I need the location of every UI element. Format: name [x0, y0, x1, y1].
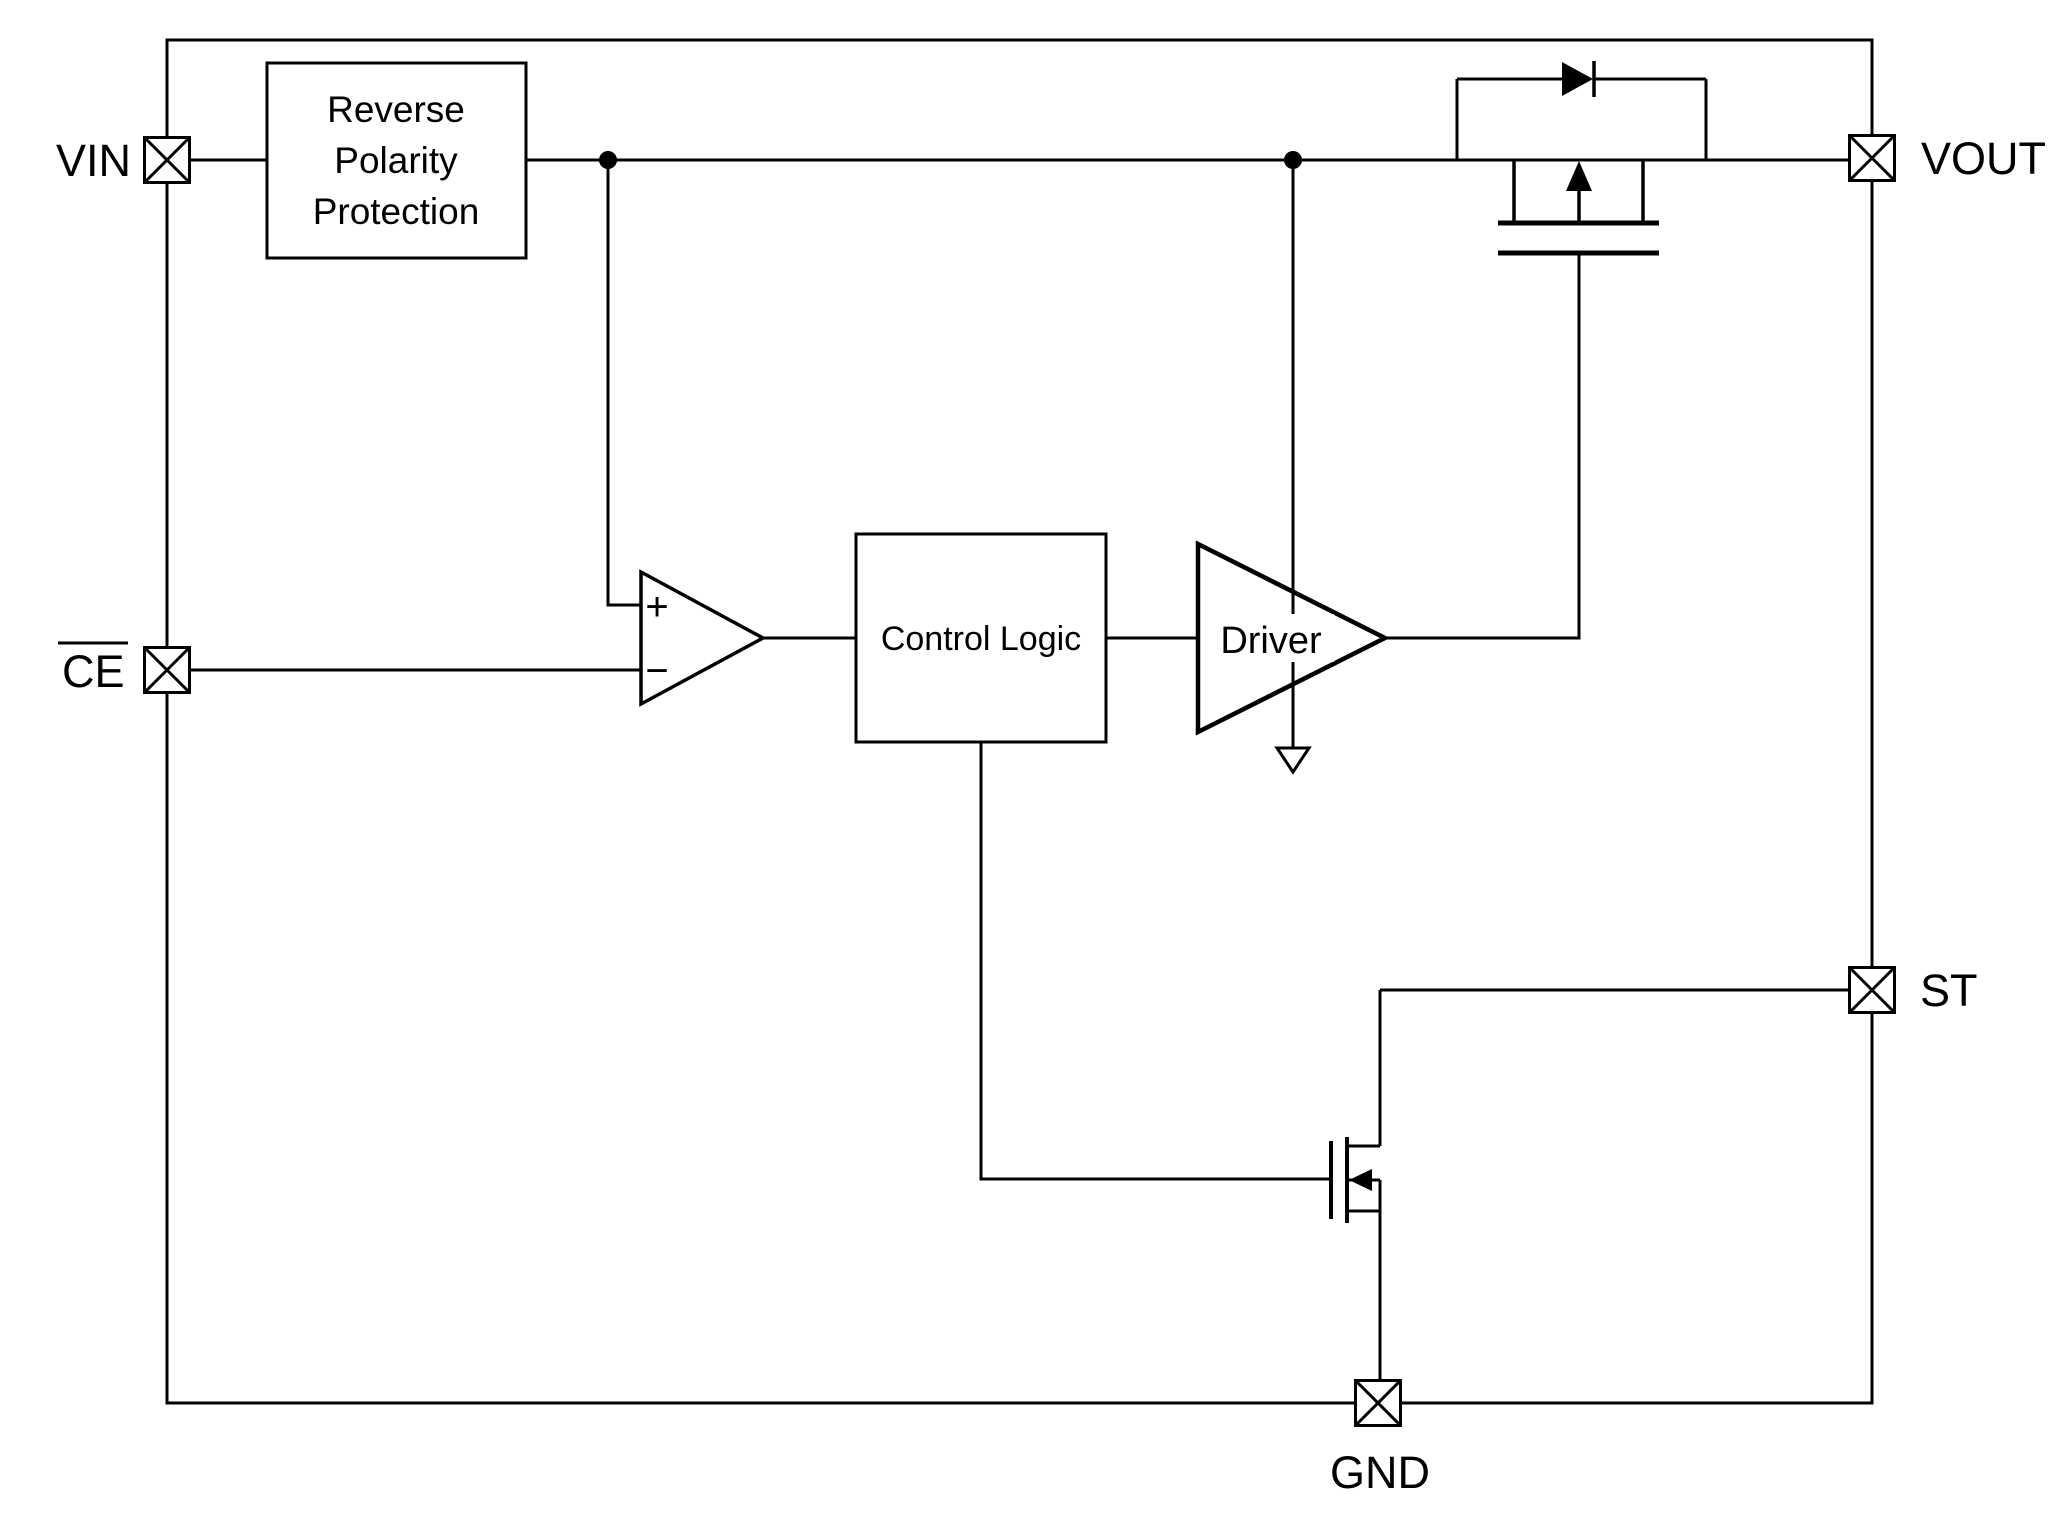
ce-pin-label: CE	[62, 646, 125, 697]
comparator-plus-input-label: +	[645, 585, 668, 629]
gnd-pin-label: GND	[1330, 1447, 1430, 1498]
wire-rail-to-comparator-plus	[606, 160, 641, 607]
control-logic-label: Control Logic	[881, 620, 1081, 658]
gnd-pin-x2	[1354, 1379, 1402, 1427]
junction-dot-comparator-tap	[599, 151, 617, 169]
junction-dot-driver-tap	[1284, 151, 1302, 169]
gnd-pin: GND	[1330, 1379, 1430, 1498]
wire-control-logic-to-nmos-gate	[979, 742, 1329, 1181]
pmos-body-arrow-icon	[1566, 161, 1592, 191]
driver-block: Driver	[1195, 540, 1391, 775]
driver-triangle	[1195, 540, 1391, 736]
reverse-polarity-protection-block: Reverse Polarity Protection	[265, 61, 528, 260]
reverse-polarity-protection-box	[265, 61, 528, 260]
st-pin-label: ST	[1920, 965, 1978, 1016]
ce-pin: CE	[58, 641, 191, 697]
control-logic-box	[854, 532, 1108, 744]
comparator-minus-input-label: −	[645, 649, 668, 693]
driver-label-background	[1210, 614, 1334, 662]
vin-pin-label: VIN	[56, 135, 131, 186]
wires	[190, 151, 1850, 1381]
vin-pin: VIN	[56, 135, 191, 186]
pmos-pass-transistor	[1498, 160, 1659, 256]
reverse-polarity-protection-label-line1: Reverse	[327, 89, 465, 130]
driver-label: Driver	[1220, 620, 1322, 662]
comparator: + −	[639, 569, 767, 707]
control-logic-block: Control Logic	[854, 532, 1108, 744]
vout-pin-label: VOUT	[1921, 133, 2046, 184]
comparator-triangle	[639, 569, 767, 707]
vin-pin-x2	[143, 136, 191, 184]
ic-boundary-box	[165, 38, 1874, 1405]
vout-pin: VOUT	[1848, 133, 2046, 184]
vout-pin-x2	[1848, 134, 1896, 182]
nmos-status-transistor	[1329, 1137, 1380, 1223]
body-diode	[1455, 61, 1708, 160]
wire-driver-to-pmos-gate	[1385, 253, 1581, 640]
ground-symbol-icon	[1274, 746, 1312, 775]
st-pin-x2	[1848, 966, 1896, 1014]
nmos-body-arrow-icon	[1349, 1169, 1372, 1191]
st-pin: ST	[1848, 965, 1978, 1016]
reverse-polarity-protection-label-line2: Polarity	[334, 140, 458, 181]
diode-triangle-icon	[1562, 62, 1593, 96]
ce-pin-x2	[143, 646, 191, 694]
reverse-polarity-protection-label-line3: Protection	[313, 191, 480, 232]
